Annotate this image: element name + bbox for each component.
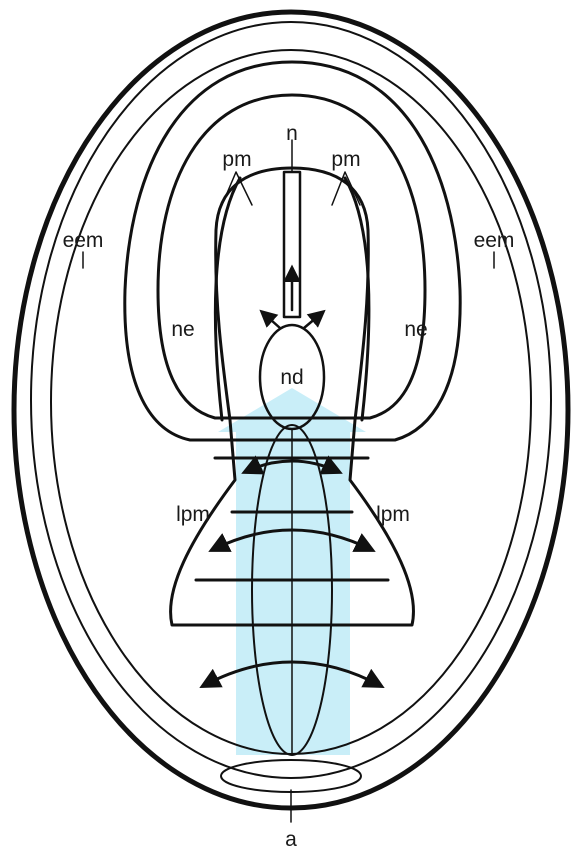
label-nd: nd [280, 366, 303, 389]
label-eem-left: eem [63, 229, 104, 252]
label-pm-left: pm [222, 148, 251, 171]
anterior-ring [221, 760, 361, 792]
label-pm-right: pm [331, 148, 360, 171]
label-lpm-right: lpm [376, 503, 410, 526]
label-a: a [285, 828, 297, 851]
label-ne-right: ne [404, 318, 427, 341]
label-n: n [286, 122, 298, 145]
node-arrow-right [304, 312, 323, 328]
label-ne-left: ne [171, 318, 194, 341]
label-eem-right: eem [474, 229, 515, 252]
label-lpm-left: lpm [176, 503, 210, 526]
node-arrow-left [262, 312, 280, 328]
